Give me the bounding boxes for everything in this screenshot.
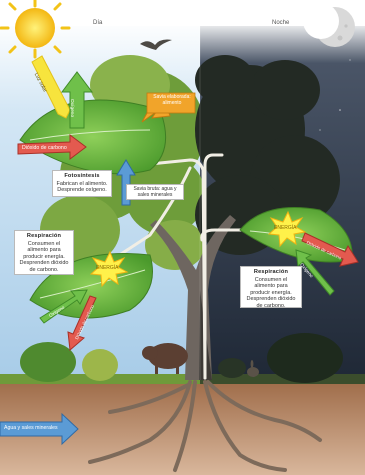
respiration-day-title: Respiración xyxy=(18,233,70,240)
respiration-day-text: Consumen el alimento para producir energ… xyxy=(20,241,69,273)
oxygen-label-day: Oxígeno xyxy=(69,99,74,117)
co2-label-in: Dióxido de carbono xyxy=(22,145,67,151)
photosynthesis-text: Fabrican el alimento. Desprende oxígeno. xyxy=(56,181,107,194)
respiration-night-title: Respiración xyxy=(244,269,298,276)
respiration-night-text: Consumen el alimento para producir energ… xyxy=(247,277,296,309)
sap-label: Savia elaborada: alimento xyxy=(149,95,195,107)
respiration-night-box: Respiración Consumen el alimento para pr… xyxy=(240,266,302,308)
day-label: Día xyxy=(93,20,102,27)
photosynthesis-title: Fotosíntesis xyxy=(56,173,108,180)
water-minerals-label: Agua y sales minerales xyxy=(4,426,58,432)
energy-label-day: ENERGÍA xyxy=(96,266,119,272)
energy-label-night: ENERGÍA xyxy=(274,226,297,232)
night-label: Noche xyxy=(272,20,289,27)
respiration-day-box: Respiración Consumen el alimento para pr… xyxy=(14,230,74,275)
raw-sap-label: Savia bruta: agua y sales minerales xyxy=(126,184,184,200)
photosynthesis-box: Fotosíntesis Fabrican el alimento. Despr… xyxy=(52,170,112,197)
